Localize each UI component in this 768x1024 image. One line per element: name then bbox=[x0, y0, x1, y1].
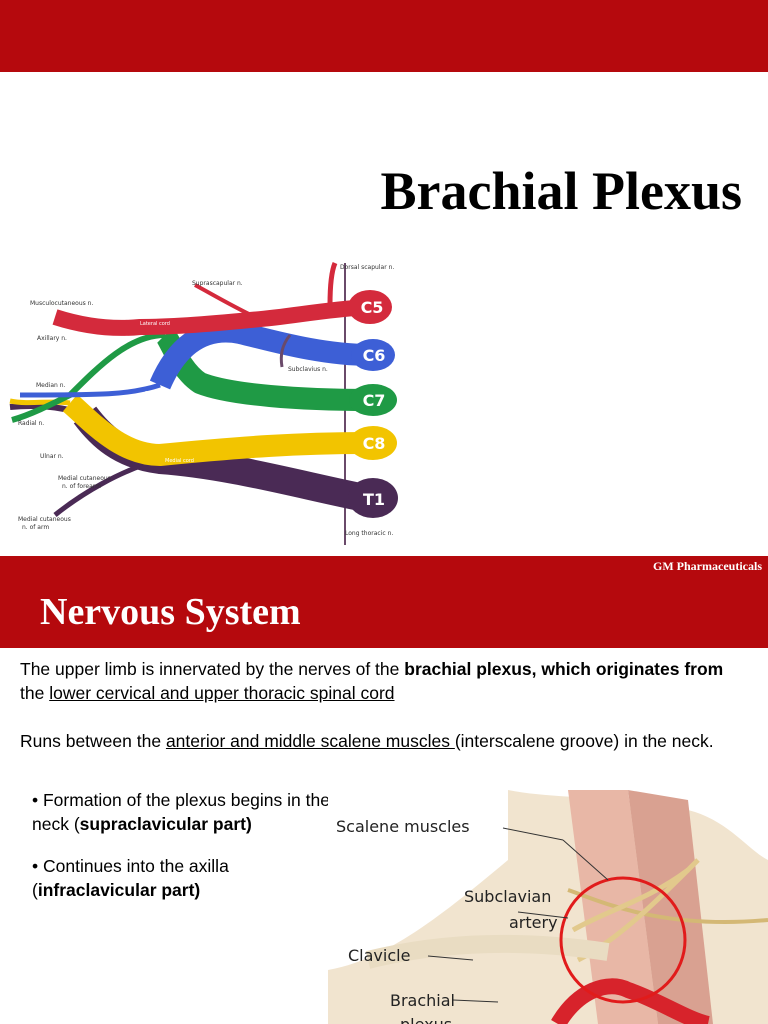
brand-name: GM Pharmaceuticals bbox=[653, 559, 762, 573]
subclavian-label-2: artery bbox=[509, 913, 558, 932]
c7-root bbox=[349, 384, 397, 416]
c5-trunk bbox=[52, 299, 369, 336]
clavicle-label: Clavicle bbox=[348, 946, 410, 965]
scalene-muscle-2 bbox=[628, 790, 713, 1024]
t1-root bbox=[348, 478, 398, 518]
lateral-cord-label: Lateral cord bbox=[140, 321, 170, 327]
bullet-supraclavicular: • Formation of the plexus begins in the … bbox=[32, 790, 330, 834]
c8-trunk bbox=[62, 394, 366, 467]
paragraph-innervation: The upper limb is innervated by the nerv… bbox=[20, 659, 724, 703]
c5-label: C5 bbox=[361, 298, 384, 317]
subclavius-branch bbox=[279, 334, 292, 368]
c8-root bbox=[349, 426, 397, 460]
subclavian-artery bbox=[551, 978, 710, 1024]
blue-branch bbox=[19, 382, 161, 398]
ulnar-label: Ulnar n. bbox=[40, 453, 64, 460]
c6-label: C6 bbox=[363, 346, 386, 365]
long-thoracic-label: Long thoracic n. bbox=[345, 530, 393, 537]
radial-label: Radial n. bbox=[18, 420, 44, 427]
median-label: Median n. bbox=[36, 382, 66, 389]
green-cord bbox=[11, 332, 166, 423]
suprascapular-label: Suprascapular n. bbox=[192, 280, 243, 287]
clavicle-bone bbox=[365, 934, 610, 969]
highlight-circle bbox=[559, 876, 687, 1004]
slide-title: Brachial Plexus bbox=[380, 161, 743, 221]
c6-root bbox=[351, 339, 395, 371]
suprascapular-branch bbox=[194, 283, 256, 319]
axillary-label: Axillary n. bbox=[37, 335, 67, 342]
c6-trunk bbox=[149, 320, 371, 390]
median-branch-yellow bbox=[9, 398, 71, 406]
t1-label: T1 bbox=[363, 490, 385, 509]
scalene-muscles-label: Scalene muscles bbox=[336, 817, 470, 836]
brachial-label-1: Brachial bbox=[390, 991, 455, 1010]
paragraph-scalene: Runs between the anterior and middle sca… bbox=[20, 731, 714, 751]
brachial-label-2: plexus bbox=[400, 1015, 452, 1024]
brachial-plexus-diagram: C5 C6 C7 C8 T1 Dorsal scapular n. Supras… bbox=[9, 262, 398, 545]
medial-cord-label: Medial cord bbox=[165, 458, 194, 464]
plexus-strand-2 bbox=[571, 867, 690, 933]
c8-label: C8 bbox=[363, 434, 386, 453]
c5-root bbox=[348, 290, 392, 324]
medial-cut-arm-label-1: Medial cutaneous bbox=[18, 516, 71, 523]
musculocutaneous-label: Musculocutaneous n. bbox=[30, 300, 93, 307]
section-title: Nervous System bbox=[40, 591, 301, 633]
bullet-infraclavicular: • Continues into the axilla (infraclavic… bbox=[32, 856, 229, 900]
medial-cut-arm-label-2: n. of arm bbox=[22, 524, 49, 531]
subclavian-label-1: Subclavian bbox=[464, 887, 551, 906]
dorsal-scapular-nerve bbox=[327, 262, 338, 306]
neck-anatomy-illustration: Scalene muscles Subclavian artery Clavic… bbox=[328, 790, 768, 1024]
top-banner bbox=[0, 0, 768, 72]
medial-cut-forearm-label-2: n. of forearm bbox=[62, 483, 101, 490]
c7-label: C7 bbox=[363, 391, 386, 410]
posterior-cord-label: Posterior cord bbox=[145, 391, 180, 397]
medial-cut-forearm-label-1: Medial cutaneous bbox=[58, 475, 111, 482]
section-banner bbox=[0, 556, 768, 648]
subclavius-label: Subclavius n. bbox=[288, 366, 328, 373]
dorsal-scapular-label: Dorsal scapular n. bbox=[340, 264, 394, 271]
